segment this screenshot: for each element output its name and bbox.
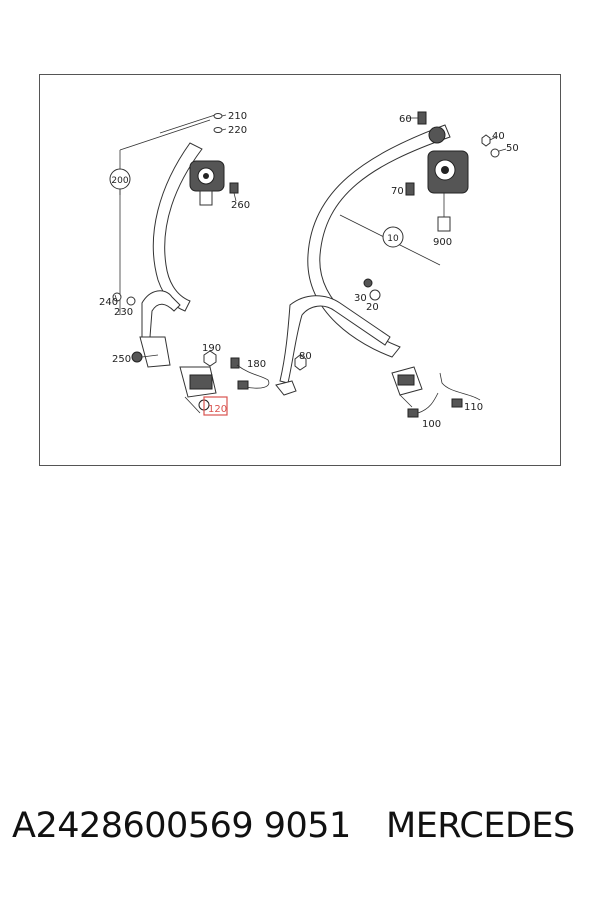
callout-30: 30 [354,293,367,304]
callout-120-highlight [203,396,228,416]
callout-900: 900 [433,237,452,248]
retractor-upper-right [427,126,469,194]
callout-200: 200 [111,176,128,186]
callout-100: 100 [422,419,441,430]
callout-260: 260 [231,200,250,211]
callout-60: 60 [399,114,412,125]
callout-180: 180 [247,359,266,370]
callout-40: 40 [492,131,505,142]
brand-name: MERCEDES [386,806,575,846]
callout-labels: 210 220 200 260 240 230 250 190 180 120 … [99,111,519,430]
callout-50: 50 [506,143,519,154]
callout-70: 70 [391,186,404,197]
bolt-260 [229,182,239,202]
right-belt-assembly [275,111,500,418]
connector-100-110 [407,372,481,418]
buckle-left [179,366,217,414]
buckle-right [391,366,423,408]
callout-20: 20 [366,302,379,313]
callout-110: 110 [464,402,483,413]
callout-220: 220 [228,125,247,136]
connector-180 [230,357,270,390]
diagram-frame: 210 220 200 260 240 230 250 190 180 120 … [39,74,561,466]
callout-250: 250 [112,354,131,365]
callout-120: 120 [208,404,227,415]
callout-210: 210 [228,111,247,122]
callout-80: 80 [299,351,312,362]
callout-230: 230 [114,307,133,318]
callout-240: 240 [99,297,118,308]
callout-circle-200 [109,168,131,190]
parts-diagram: 210 220 200 260 240 230 250 190 180 120 … [99,111,519,430]
callout-190: 190 [202,343,221,354]
callout-10: 10 [387,234,399,244]
callout-circle-10 [382,226,404,248]
retractor-upper-left [189,160,225,206]
nut-250 [131,351,159,363]
left-belt-assembly [112,113,270,414]
part-number: A2428600569 9051 [12,806,351,846]
footer: A2428600569 9051 MERCEDES [0,806,600,866]
